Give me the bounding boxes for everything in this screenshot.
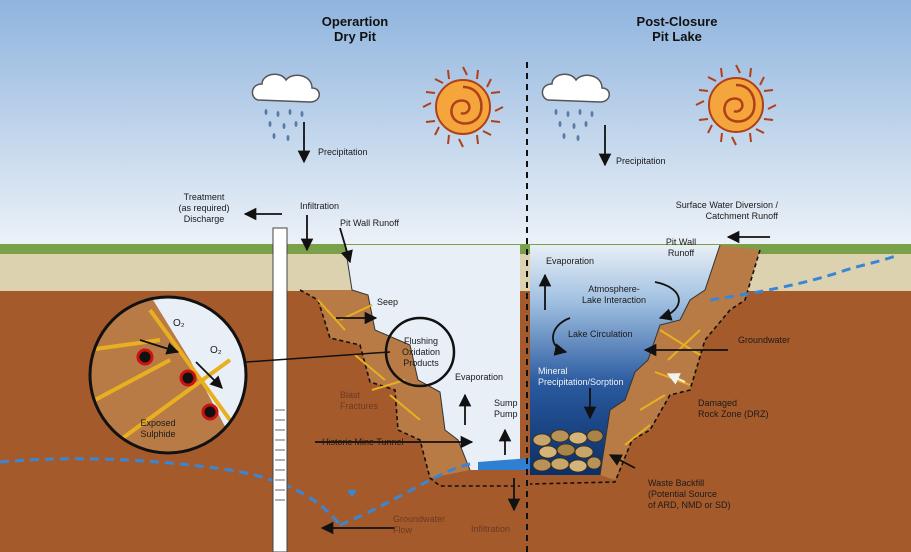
mineral-precip-label: Mineral Precipitation/Sorption xyxy=(538,366,624,387)
monitoring-well xyxy=(272,227,288,552)
damaged-rock-label: Damaged Rock Zone (DRZ) xyxy=(698,398,769,419)
white-flow-arrows xyxy=(666,373,686,385)
water-level-marker xyxy=(347,490,357,497)
dry-pit-outline xyxy=(344,244,471,471)
o2-label-b: O₂ xyxy=(210,345,222,356)
flushing-label: Flushing Oxidation Products xyxy=(401,336,441,368)
evaporation-left-label: Evaporation xyxy=(455,372,504,382)
dry-pit-drz-boundary xyxy=(299,289,520,487)
zoom-connector xyxy=(245,351,391,363)
lake-outline xyxy=(599,244,721,476)
lake-wall-zone xyxy=(600,245,760,480)
blast-fractures-label: Blast Fractures xyxy=(340,390,379,411)
precipitation-right-label: Precipitation xyxy=(616,156,666,166)
sump-water xyxy=(478,458,532,470)
flushing-zone-circle xyxy=(384,316,456,388)
dry-pit-wall-zone xyxy=(300,290,470,478)
waste-backfill-label: Waste Backfill (Potential Source of ARD,… xyxy=(648,478,731,510)
post-closure-header: Post-Closure Pit Lake xyxy=(636,14,718,44)
dry-pit xyxy=(345,245,520,470)
rain-cloud-icon xyxy=(541,73,610,141)
pit-lake xyxy=(530,245,720,475)
infiltration-top-label: Infiltration xyxy=(300,201,340,211)
atmosphere-lake-label: Atmosphere- Lake Interaction xyxy=(581,284,647,305)
sun-icon xyxy=(695,64,777,146)
sulphide-grain xyxy=(201,403,219,421)
groundwater-table-right xyxy=(709,253,899,302)
seep-label: Seep xyxy=(377,297,399,307)
rain-cloud-icon xyxy=(251,73,320,141)
sump-pump-label: Sump Pump xyxy=(494,398,518,419)
flow-arrows xyxy=(139,122,770,535)
evaporation-right-label: Evaporation xyxy=(546,256,595,266)
pit-wall-runoff-right-label: Pit Wall Runoff xyxy=(665,237,697,258)
groundwater-flow-label: Groundwater Flow xyxy=(393,514,446,535)
infiltration-bottom-label: Infiltration xyxy=(471,524,511,534)
groundwater-right-label: Groundwater xyxy=(738,335,791,345)
waste-backfill-rocks xyxy=(532,429,604,473)
pit-wall-runoff-left-label: Pit Wall Runoff xyxy=(340,218,400,228)
lake-drz-boundary xyxy=(529,249,761,485)
groundwater-table xyxy=(0,457,471,527)
sun-icon xyxy=(422,66,504,148)
well-screen xyxy=(275,409,285,501)
treatment-label: Treatment (as required) Discharge xyxy=(178,192,230,224)
surface-water-label: Surface Water Diversion / Catchment Runo… xyxy=(675,200,778,221)
precipitation-label: Precipitation xyxy=(318,147,368,157)
historic-mine-tunnel-label: Historic Mine Tunnel xyxy=(322,437,404,447)
exposed-sulphide-label: Exposed Sulphide xyxy=(140,418,176,439)
sulphide-zoom-circle xyxy=(88,295,248,455)
sulphide-grain xyxy=(179,369,197,387)
operation-header: Operartion Dry Pit xyxy=(321,14,389,44)
o2-label-a: O₂ xyxy=(173,318,185,329)
lake-circulation-label: Lake Circulation xyxy=(568,329,633,339)
sulphide-grain xyxy=(136,348,154,366)
